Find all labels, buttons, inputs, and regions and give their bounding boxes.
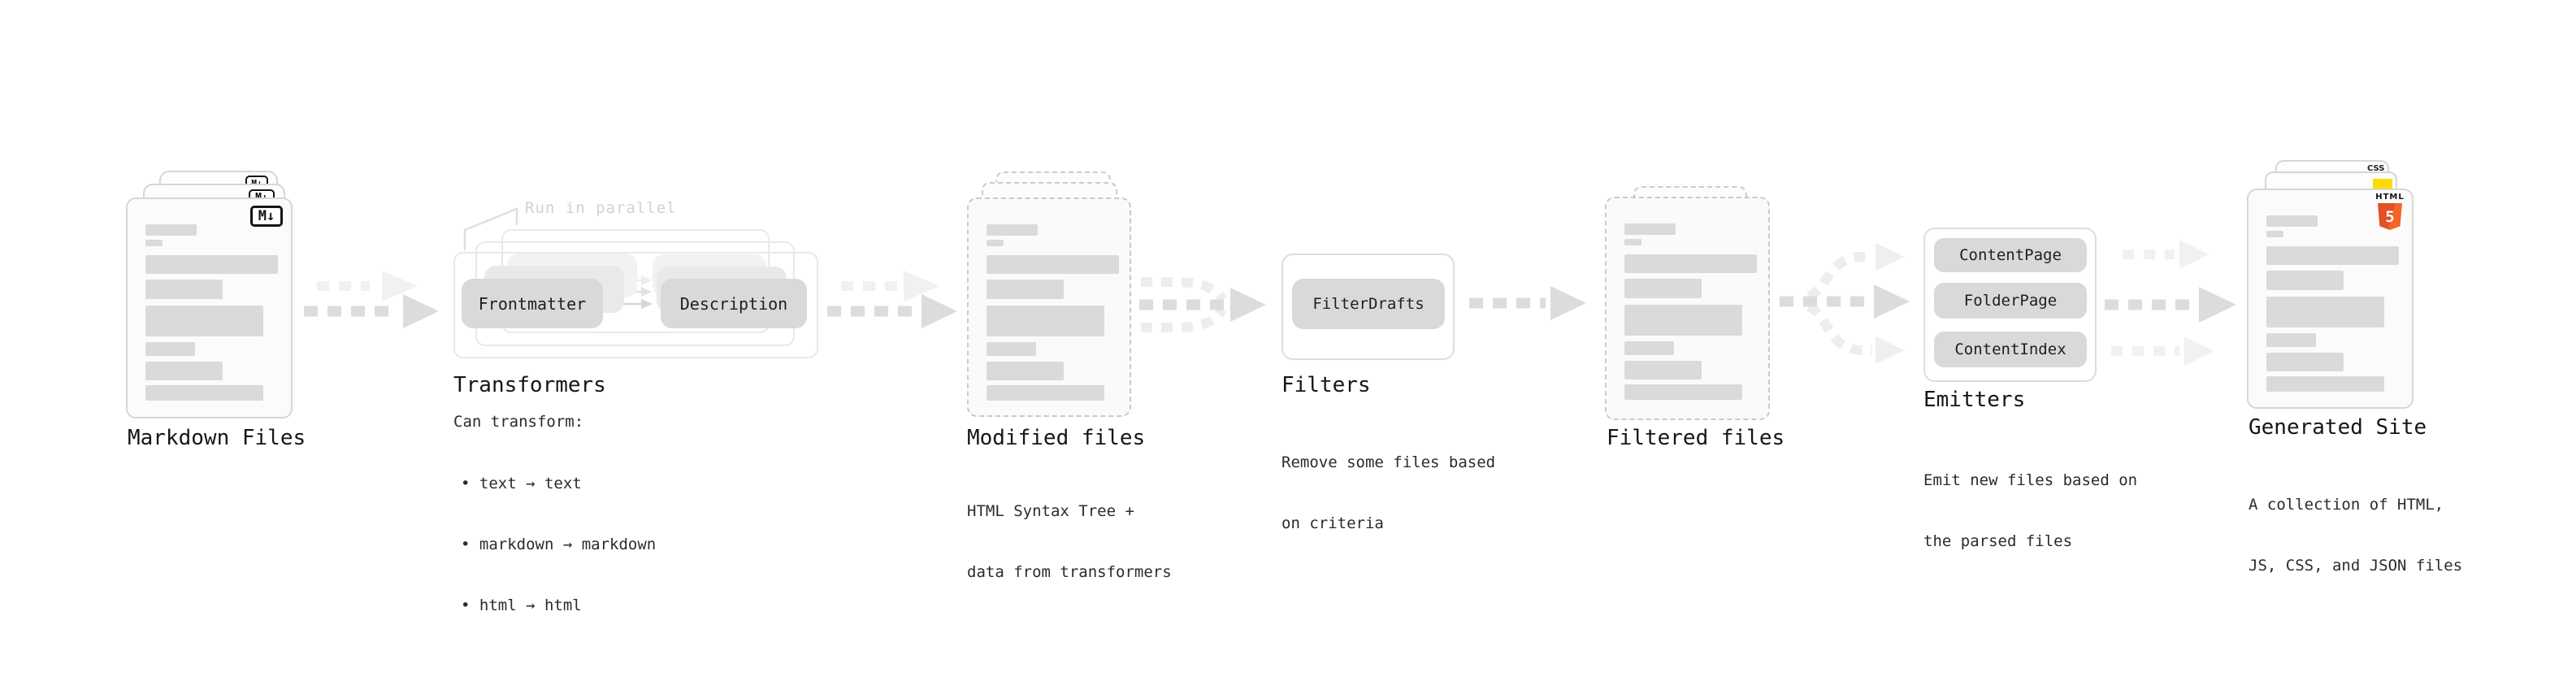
stage-title-transformers: Transformers xyxy=(453,373,606,397)
stage-title-markdown-files: Markdown Files xyxy=(128,426,306,450)
emitters-description: Emit new files based on the parsed files xyxy=(1923,430,2137,592)
description-pill: Description xyxy=(661,279,807,328)
doc-bar xyxy=(987,306,1104,336)
desc-line: on criteria xyxy=(1281,514,1384,532)
doc-bar xyxy=(1624,254,1757,273)
doc-bar xyxy=(987,224,1038,236)
doc-bar xyxy=(2266,231,2283,237)
doc-bar xyxy=(145,385,263,401)
contentindex-pill-label: ContentIndex xyxy=(1954,340,2066,358)
doc-bar xyxy=(2266,353,2344,371)
doc-bar xyxy=(145,240,163,246)
arrow-transformers-to-modified xyxy=(827,271,957,328)
doc-bar xyxy=(987,342,1036,356)
folderpage-pill: FolderPage xyxy=(1934,283,2087,319)
stage-title-emitters: Emitters xyxy=(1923,388,2026,412)
doc-bar xyxy=(2266,215,2318,227)
doc-bar xyxy=(2266,376,2384,392)
arrow-filtered-to-emitters-split xyxy=(1780,243,1910,364)
arrow-filters-to-filtered xyxy=(1469,286,1586,320)
modified-files-description: HTML Syntax Tree + data from transformer… xyxy=(967,461,1172,623)
transformers-bullet-list: • text → text • markdown → markdown • ht… xyxy=(453,433,656,657)
frontmatter-pill: Frontmatter xyxy=(462,279,603,328)
contentindex-pill: ContentIndex xyxy=(1934,332,2087,367)
arrow-emitters-to-generated xyxy=(2105,240,2236,366)
doc-bar xyxy=(145,224,197,236)
doc-content-bars xyxy=(1624,223,1757,400)
folderpage-pill-label: FolderPage xyxy=(1963,292,2058,310)
stage-title-generated-site: Generated Site xyxy=(2249,415,2427,440)
desc-line: HTML Syntax Tree + xyxy=(967,502,1134,520)
doc-bar xyxy=(987,240,1004,246)
html5-icon: HTML 5 xyxy=(2374,193,2405,230)
generated-site-description: A collection of HTML, JS, CSS, and JSON … xyxy=(2249,454,2462,617)
doc-bar xyxy=(2266,246,2399,265)
stage-title-modified-files: Modified files xyxy=(967,426,1146,450)
doc-bar xyxy=(145,280,223,299)
doc-content-bars xyxy=(145,224,278,401)
arrow-modified-to-filters-merge xyxy=(1139,277,1266,332)
doc-bar xyxy=(987,280,1064,299)
filtered-file-card xyxy=(1605,197,1770,420)
desc-line: the parsed files xyxy=(1923,532,2073,550)
doc-bar xyxy=(1624,341,1674,355)
doc-bar xyxy=(987,385,1104,401)
description-pill-label: Description xyxy=(679,293,788,314)
arrow-markdown-to-transformers xyxy=(304,271,439,328)
doc-bar xyxy=(1624,305,1742,336)
html5-icon-shield: 5 xyxy=(2378,203,2402,230)
markdown-icon: M↓ xyxy=(250,206,283,227)
doc-bar xyxy=(1624,279,1702,298)
desc-line: Emit new files based on xyxy=(1923,471,2138,489)
desc-line: data from transformers xyxy=(967,563,1172,581)
contentpage-pill: ContentPage xyxy=(1934,238,2087,272)
modified-file-card xyxy=(967,197,1131,417)
filterdrafts-pill-label: FilterDrafts xyxy=(1312,295,1425,313)
doc-bar xyxy=(145,255,278,274)
filterdrafts-pill: FilterDrafts xyxy=(1292,279,1445,329)
doc-bar xyxy=(1624,384,1742,400)
bullet-item: • html → html xyxy=(461,596,582,614)
doc-bar xyxy=(2266,333,2316,347)
doc-bar xyxy=(145,342,195,356)
desc-line: A collection of HTML, xyxy=(2249,496,2444,514)
doc-content-bars xyxy=(2266,215,2399,392)
doc-bar xyxy=(987,255,1119,274)
transformers-caption: Can transform: xyxy=(453,413,584,431)
bullet-item: • text → text xyxy=(461,475,582,492)
contentpage-pill-label: ContentPage xyxy=(1959,246,2062,264)
doc-bar xyxy=(1624,223,1676,235)
generated-file-card: HTML 5 xyxy=(2247,189,2413,409)
doc-bar xyxy=(145,306,263,336)
frontmatter-pill-label: Frontmatter xyxy=(478,293,587,314)
js-icon xyxy=(2373,179,2392,189)
stage-title-filtered-files: Filtered files xyxy=(1607,426,1785,450)
run-in-parallel-note: Run in parallel xyxy=(525,199,677,217)
doc-bar xyxy=(987,362,1064,380)
doc-bar xyxy=(145,362,223,380)
markdown-file-card-front: M↓ xyxy=(126,197,293,419)
doc-bar xyxy=(2266,271,2344,290)
doc-bar xyxy=(1624,239,1641,245)
bullet-item: • markdown → markdown xyxy=(461,536,657,553)
desc-line: Remove some files based xyxy=(1281,453,1496,471)
filters-description: Remove some files based on criteria xyxy=(1281,412,1495,575)
desc-line: JS, CSS, and JSON files xyxy=(2249,557,2463,575)
doc-bar xyxy=(1624,361,1702,380)
stage-title-filters: Filters xyxy=(1281,373,1371,397)
doc-content-bars xyxy=(987,224,1119,401)
transformer-frame-front xyxy=(453,252,818,358)
html5-icon-label: HTML xyxy=(2375,193,2405,202)
doc-bar xyxy=(2266,297,2384,327)
